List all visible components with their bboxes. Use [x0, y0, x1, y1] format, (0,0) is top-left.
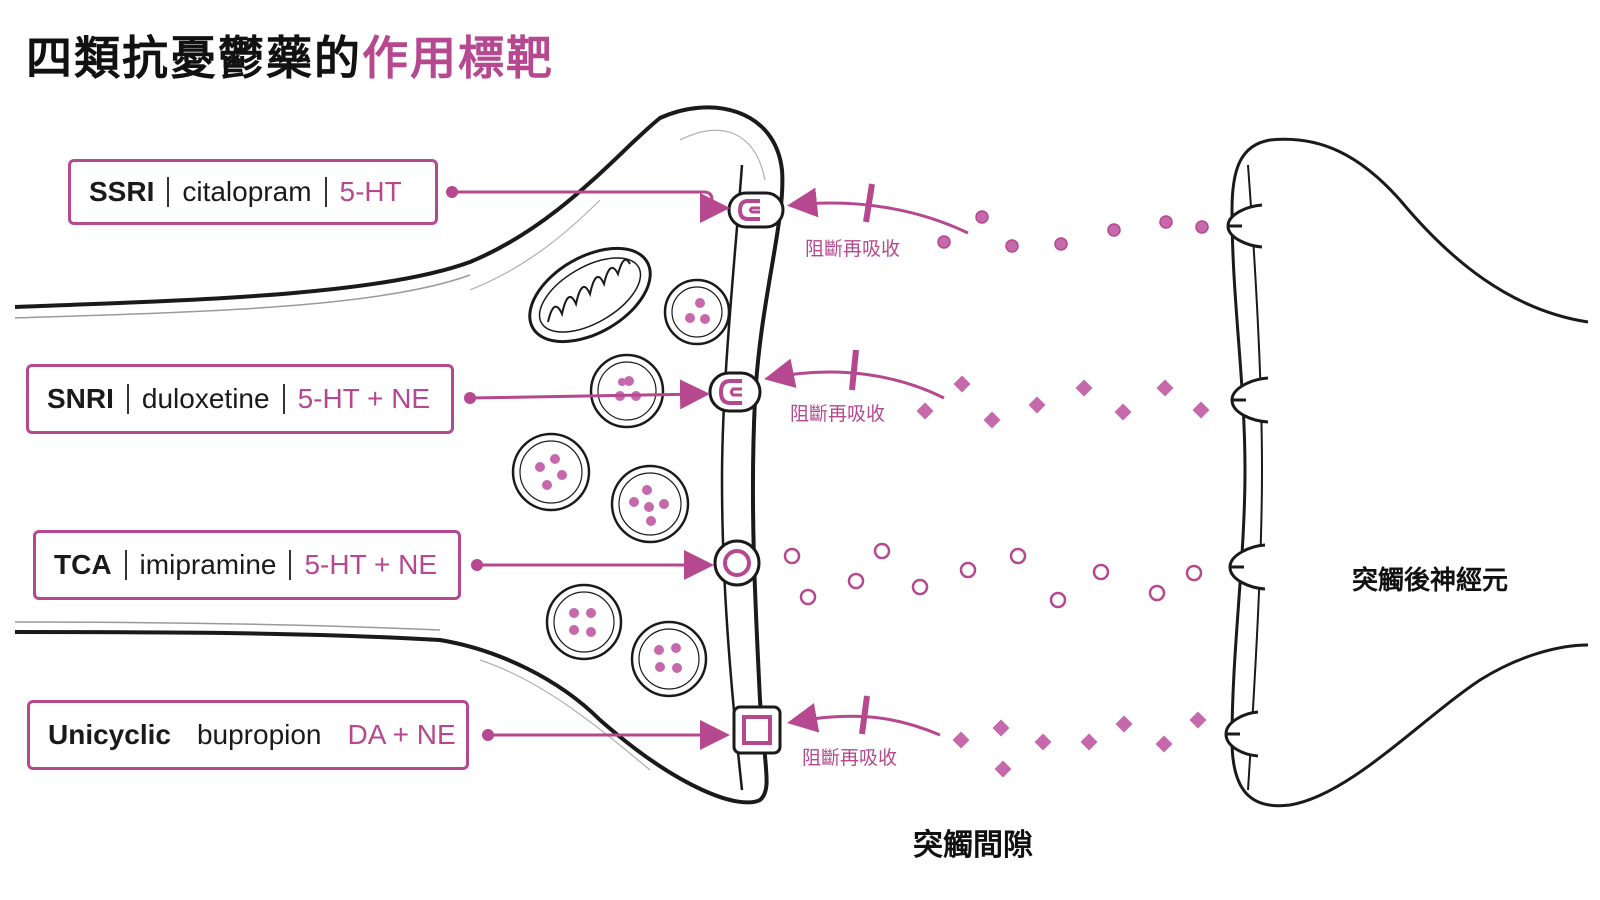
- separator: [289, 550, 292, 580]
- axon-shading-line: [679, 129, 766, 181]
- transporter-ssri: [727, 191, 785, 229]
- separator: [324, 177, 327, 207]
- separator: [126, 384, 129, 414]
- drug-label-snri: SNRI duloxetine 5-HT + NE: [26, 364, 454, 434]
- transporter-unicyclic: [732, 705, 782, 755]
- block-label: 阻斷再吸收: [805, 238, 900, 260]
- title-accent: 作用標靶: [362, 31, 554, 85]
- drug-class: SSRI: [89, 176, 155, 207]
- drug-label-ssri: SSRI citalopram 5-HT: [68, 159, 438, 225]
- drug-target: 5-HT: [339, 176, 402, 207]
- drug-target: 5-HT + NE: [304, 549, 438, 580]
- separator: [282, 384, 285, 414]
- blocked-reuptake-arrow-snri: 阻斷再吸收: [764, 349, 945, 425]
- connector-ssri: [446, 186, 730, 223]
- drug-example: bupropion: [196, 719, 322, 750]
- connector-snri: [464, 379, 710, 410]
- drug-example: duloxetine: [141, 383, 270, 414]
- receptor: [1230, 376, 1269, 424]
- postsynaptic-neuron-outline: [1230, 137, 1589, 808]
- block-label: 阻斷再吸收: [802, 747, 897, 769]
- drug-target: DA + NE: [347, 719, 456, 750]
- transporter-tca: [713, 539, 761, 587]
- axon-shading-line: [14, 274, 471, 319]
- page-title: 四類抗憂鬱藥的作用標靶: [26, 22, 554, 88]
- receptor: [1226, 203, 1263, 249]
- vesicle: [630, 620, 708, 698]
- receptor: [1224, 710, 1259, 758]
- vesicle: [545, 583, 623, 661]
- receptor: [1228, 543, 1266, 591]
- blocked-reuptake-arrow-ssri: 阻斷再吸收: [787, 183, 969, 260]
- presynaptic-terminal-upper-outline: [14, 105, 785, 805]
- drug-class: SNRI: [47, 383, 114, 414]
- blocked-reuptake-arrow-unicyclic: 阻斷再吸收: [787, 695, 941, 769]
- drug-example: citalopram: [182, 176, 312, 207]
- drug-label-tca: TCA imipramine 5-HT + NE: [33, 530, 461, 600]
- serotonin-particles: [937, 210, 1209, 253]
- vesicle: [511, 432, 591, 512]
- drug-example: imipramine: [139, 549, 277, 580]
- ne-da-particles-upper: [916, 375, 1210, 429]
- transporter-snri: [708, 371, 762, 413]
- open-circle-particles: [783, 542, 1203, 609]
- vesicle: [663, 278, 731, 346]
- drug-label-unicyclic: Unicyclic bupropion DA + NE: [27, 700, 469, 770]
- separator: [167, 177, 170, 207]
- axon-shading-line: [469, 199, 601, 291]
- connector-tca: [471, 550, 714, 580]
- separator: [124, 550, 127, 580]
- ne-da-particles-lower: [952, 711, 1207, 778]
- axon-shading-line: [14, 621, 441, 631]
- vesicle: [610, 464, 690, 544]
- mitochondrion: [528, 246, 652, 344]
- drug-class: TCA: [54, 549, 112, 580]
- drug-class: Unicyclic: [48, 719, 171, 750]
- title-main: 四類抗憂鬱藥的: [26, 31, 362, 85]
- vesicle: [589, 353, 665, 429]
- drug-target: 5-HT + NE: [297, 383, 431, 414]
- synaptic-cleft-label: 突觸間隙: [913, 828, 1033, 863]
- block-label: 阻斷再吸收: [790, 403, 885, 425]
- postsynaptic-neuron-label: 突觸後神經元: [1352, 566, 1509, 596]
- presynaptic-membrane-inner: [720, 164, 744, 791]
- axon-shading-line: [479, 659, 651, 771]
- connector-unicyclic: [482, 720, 730, 750]
- postsynaptic-membrane-inner: [1247, 164, 1264, 791]
